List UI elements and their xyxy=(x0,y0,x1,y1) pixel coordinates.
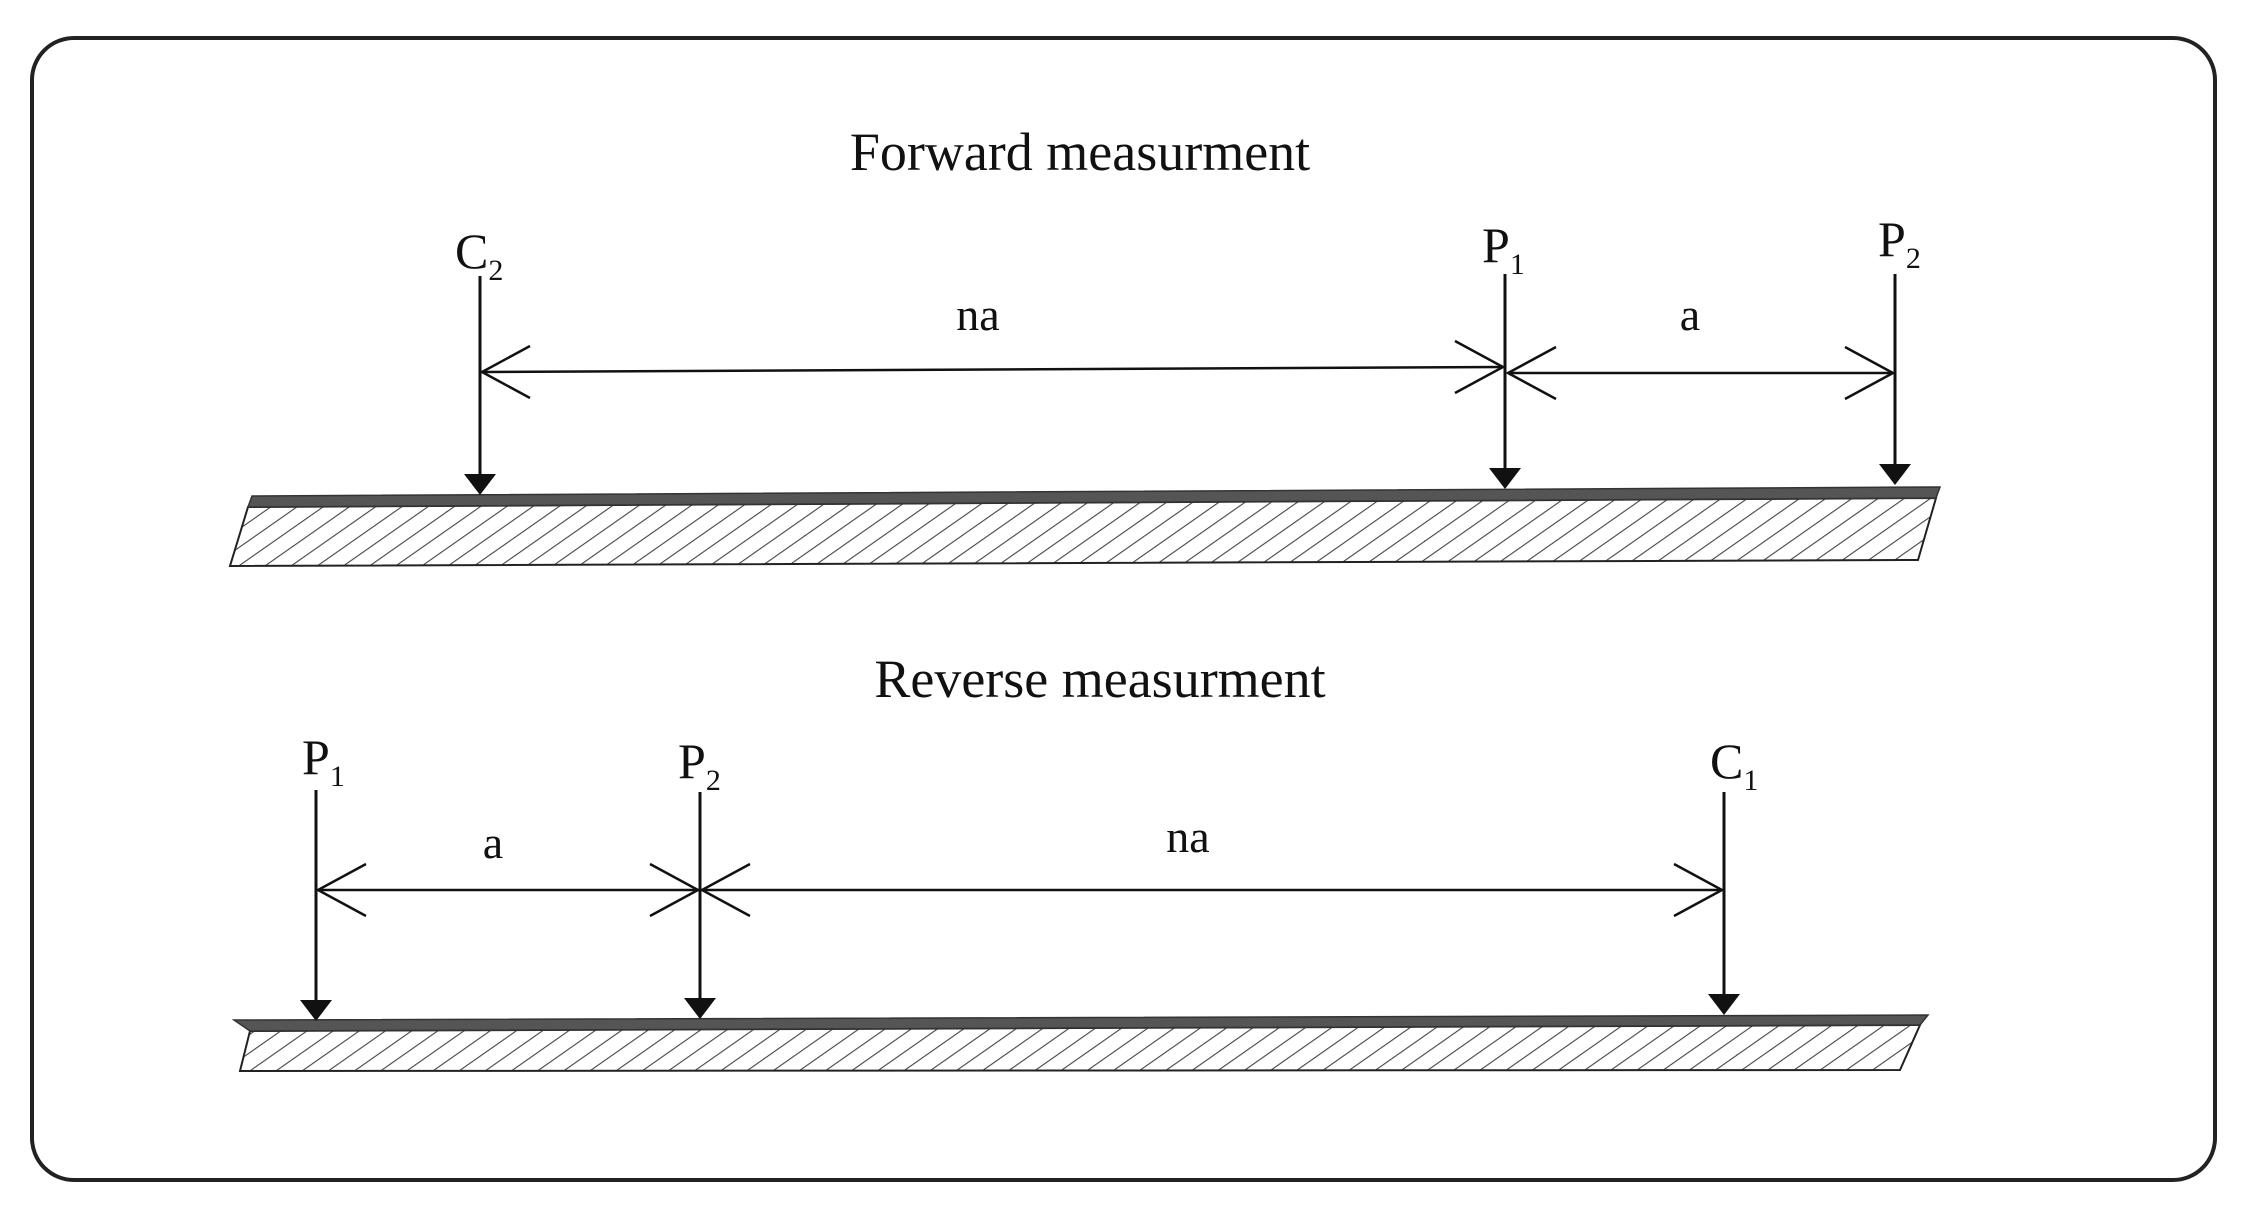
reverse-ground-hatch xyxy=(238,1023,1922,1073)
reverse-ground-surface xyxy=(231,1014,1930,1032)
forward-dimension-na: na xyxy=(479,289,1506,400)
reverse-probe-p1-label: P1 xyxy=(302,729,345,793)
forward-probe-p2-label: P2 xyxy=(1878,211,1921,275)
forward-probe-p2: P2 xyxy=(1878,211,1921,485)
reverse-probe-c1-arrowhead xyxy=(1708,994,1740,1015)
diagram-frame xyxy=(30,36,2217,1182)
forward-probe-c2-arrowhead xyxy=(464,474,496,495)
forward-title: Forward measurment xyxy=(850,122,1310,182)
reverse-probe-c1: C1 xyxy=(1708,733,1758,1015)
reverse-probe-p2: P2 xyxy=(678,733,721,1019)
reverse-dimension-a-label: a xyxy=(483,817,503,868)
forward-dimension-a: a xyxy=(1505,289,1896,401)
reverse-dimension-na: na xyxy=(699,811,1725,918)
forward-dimension-na-label: na xyxy=(956,289,999,340)
forward-probe-p2-arrowhead xyxy=(1879,464,1911,485)
forward-ground-hatch xyxy=(228,496,1938,568)
reverse-probe-p2-label: P2 xyxy=(678,733,721,797)
forward-probe-c2: C2 xyxy=(455,223,503,495)
forward-dimension-a-label: a xyxy=(1680,289,1700,340)
forward-section: Forward measurment C2 P1 P2 xyxy=(228,122,1942,568)
forward-probe-p1-label: P1 xyxy=(1482,217,1525,281)
reverse-dimension-a: a xyxy=(315,817,701,918)
reverse-probe-p2-arrowhead xyxy=(684,998,716,1019)
reverse-probe-c1-label: C1 xyxy=(1710,733,1758,797)
forward-probe-p1: P1 xyxy=(1482,217,1525,489)
forward-probe-c2-label: C2 xyxy=(455,223,503,287)
reverse-title: Reverse measurment xyxy=(874,649,1325,709)
reverse-probe-p1: P1 xyxy=(300,729,345,1021)
reverse-dimension-na-label: na xyxy=(1166,811,1209,862)
forward-ground-surface xyxy=(246,486,1942,508)
reverse-probe-p1-arrowhead xyxy=(300,1000,332,1021)
forward-probe-p1-arrowhead xyxy=(1489,468,1521,489)
reverse-section: Reverse measurment P1 P2 C1 xyxy=(231,649,1930,1073)
